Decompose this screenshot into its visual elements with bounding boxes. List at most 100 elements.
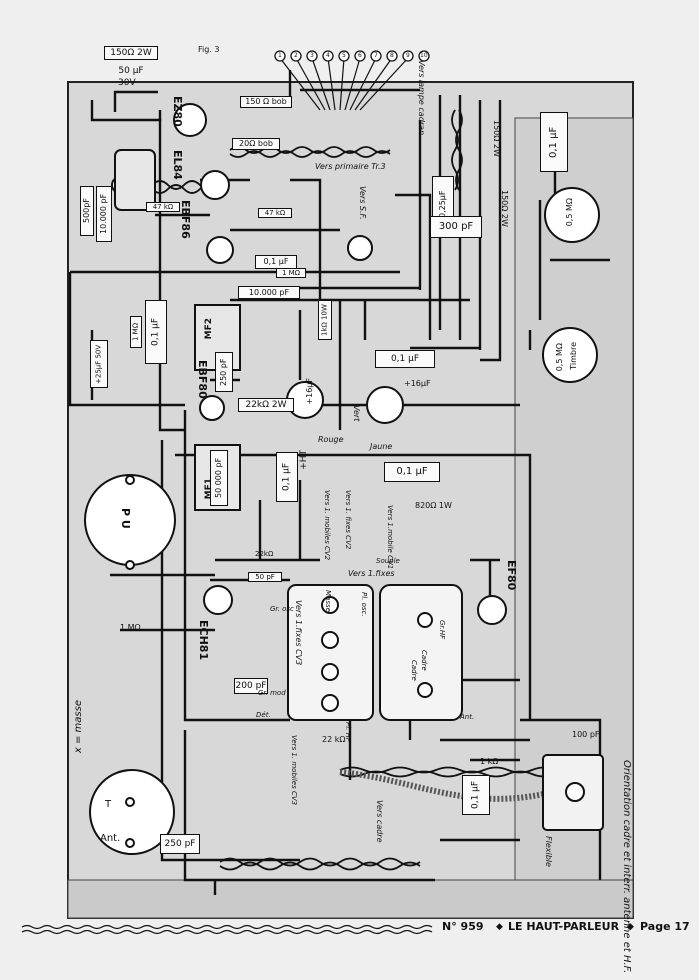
t-socket-label: T	[105, 799, 112, 810]
resistor-820-1w: 820Ω 1W	[415, 501, 452, 510]
resistor-1k-bottom: 1 kΩ	[480, 757, 499, 766]
resistor-1m-left: 1 MΩ	[130, 316, 142, 348]
resistor-20-bob: 20Ω bob	[232, 138, 280, 150]
resistor-22k-small: 22kΩ	[255, 550, 274, 558]
capacitor-16uf-b: +16µF	[404, 379, 431, 388]
capacitor-01-hit: 0,1 µF	[276, 452, 298, 502]
lamp-wire-fan	[279, 57, 409, 111]
resistor-1m-a: 1 MΩ	[276, 268, 306, 278]
orientation-note: Orientation cadre et interr. antenne et …	[621, 760, 632, 974]
resistor-1m-ech: 1 MΩ	[120, 623, 141, 632]
pin-number: 10	[420, 52, 428, 59]
tube-ef80: EF80	[505, 560, 518, 591]
capacitor-10000pf-left: 10.000 pF	[96, 186, 112, 242]
mf2-label: MF2	[204, 318, 214, 340]
socket-ebf86	[206, 236, 234, 264]
ant-socket-label: Ant.	[100, 833, 121, 844]
wire-vert: Vert	[352, 405, 361, 422]
pin-number: 2	[294, 52, 298, 59]
pin-number: 3	[310, 52, 314, 59]
wire-pl-hf: Pl. HF	[344, 722, 352, 742]
capacitor-250pf-bottom: 250 pF	[160, 834, 200, 854]
resistor-150-bob: 150 Ω bob	[240, 96, 292, 108]
capacitor-300pf: 300 pF	[430, 216, 482, 238]
capacitor-50uf: 50 µF	[118, 65, 144, 76]
pin-number: 5	[342, 52, 346, 59]
capacitor-500pf: 500pF	[80, 186, 94, 236]
capacitor-16uf-a: +16µF	[305, 378, 314, 405]
wire-pl-osc: Pl. osc.	[360, 592, 368, 617]
resistor-150-2w-top: 150Ω 2W	[104, 46, 158, 60]
socket-ez80	[173, 103, 207, 137]
capacitor-01-center: 0,1 µF	[375, 350, 435, 368]
wire-vers-lampe-cadran: Vers lampe cadran	[416, 60, 426, 136]
wire-cadre: Cadre	[410, 660, 418, 681]
resistor-47k-a: 47 kΩ	[146, 202, 180, 212]
wire-vers-mobile-cv1: Vers 1.mobile CV1	[386, 505, 394, 570]
footer-page: Page 17	[640, 920, 690, 933]
pot-timbre-label: Timbre	[569, 342, 578, 370]
footer-diamond-2: ◆	[627, 922, 634, 932]
pin-number: 1	[278, 52, 282, 59]
wire-vers-fixes-cv3: Vers 1.fixes CV3	[294, 600, 303, 666]
tube-ez80: EZ80	[171, 96, 184, 127]
tube-ech81: ECH81	[197, 620, 210, 661]
wire-flexible: Flexible	[544, 836, 553, 867]
figure-label: Fig. 3	[198, 45, 220, 54]
wire-vers-primaire: Vers primaire Tr.3	[315, 162, 386, 171]
pin-number: 6	[358, 52, 362, 59]
pot-volume	[544, 187, 600, 243]
wire-gr-mod: Gr. mod	[258, 689, 286, 697]
flexible-cable	[339, 769, 561, 802]
capacitor-10000pf-mid: 10.000 pF	[238, 286, 300, 299]
pu-socket-plate	[83, 474, 177, 566]
capacitor-50pf: 50 pF	[248, 572, 282, 582]
socket-mid	[347, 235, 373, 261]
wire-masse: Masse	[324, 590, 332, 612]
tube-el84: EL84	[171, 150, 184, 180]
capacitor-100pf: 100 pF	[572, 730, 600, 739]
socket-electro-b	[366, 386, 404, 424]
pot-timbre	[542, 327, 598, 383]
coil-block	[379, 584, 463, 721]
wire-souple: Souple	[376, 557, 400, 565]
pin-number: 8	[390, 52, 394, 59]
variable-capacitor	[287, 584, 374, 721]
chassis-bottom-strip	[67, 879, 634, 919]
resistor-150-2w-right: 150Ω 2W	[492, 120, 501, 157]
potentiometers	[542, 187, 600, 383]
socket-ef80	[477, 595, 507, 625]
pu-socket-label: P U	[119, 508, 132, 529]
tuning-block	[287, 584, 463, 721]
wire-vers-fixes-cv2: Vers 1. fixes CV2	[344, 490, 352, 550]
wire-vers-mobiles-cv2: Vers 1. mobiles CV2	[323, 490, 331, 561]
resistor-1k-10w: 1kΩ 10W	[318, 300, 332, 340]
capacitor-250pf-mid: 250 pF	[215, 352, 233, 392]
capacitor-01-bottom: 0,1 µF	[462, 775, 490, 815]
tube-ebf80: EBF80	[196, 360, 209, 399]
trimmer-knob	[565, 782, 585, 802]
wire-ant: Ant.	[460, 713, 475, 721]
resistor-22k-2w: 22kΩ 2W	[238, 398, 294, 412]
socket-el84	[200, 170, 230, 200]
capacitor-200pf: 200 pF	[234, 678, 268, 694]
capacitor-25uf: +25µF 50V	[90, 340, 108, 388]
wire-rouge: Rouge	[318, 435, 344, 444]
pin-number: 4	[326, 52, 330, 59]
transformer-block	[114, 149, 156, 211]
resistor-150-2w-right2: 150Ω 2W	[500, 190, 509, 227]
ant-socket-plate	[88, 769, 176, 855]
wire-vers-1fixes: Vers 1.fixes	[348, 569, 395, 578]
pot-timbre-value: 0,5 MΩ	[555, 343, 564, 372]
pin-number: 9	[406, 52, 410, 59]
wire-vers-mobiles-cv3: Vers 1. mobiles CV3	[290, 735, 298, 806]
capacitor-01-ef80: 0,1 µF	[384, 462, 440, 482]
capacitor-01-a: 0,1 µF	[255, 255, 297, 269]
external-sockets	[83, 474, 177, 855]
wire-cadre-2: Cadre	[420, 650, 428, 671]
capacitor-50uf-voltage: 30V	[118, 78, 136, 88]
pin-circles	[274, 50, 430, 62]
capacitor-01-topright: 0,1 µF	[540, 112, 568, 172]
wire-gr-hf: Gr.HF	[438, 620, 446, 640]
